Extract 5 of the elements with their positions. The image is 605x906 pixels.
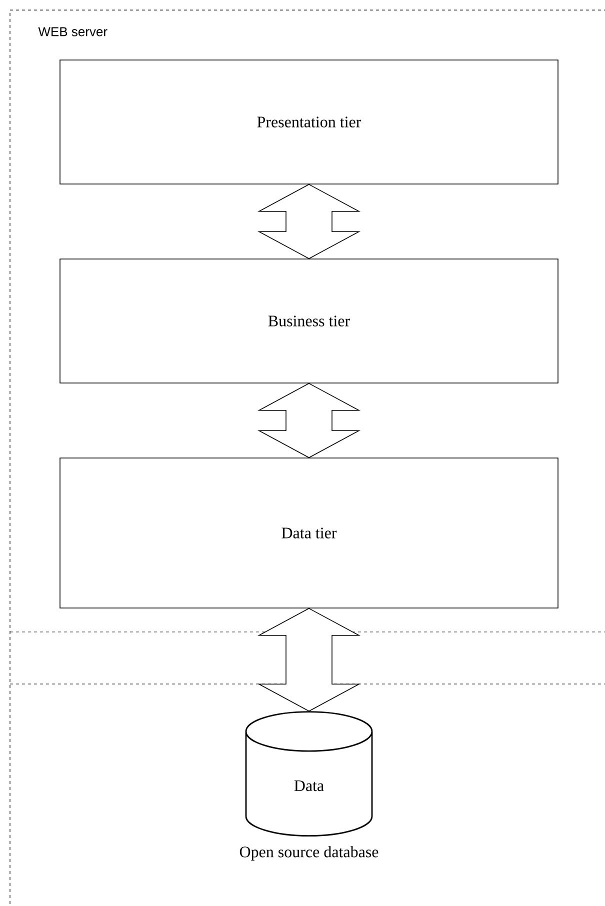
node-label: Open source database [240,846,378,861]
tier-box: Data tier [60,458,558,608]
tier-box: Presentation tier [60,60,558,184]
tier-box: Business tier [60,258,558,384]
database-cylinder: Data [245,711,373,837]
